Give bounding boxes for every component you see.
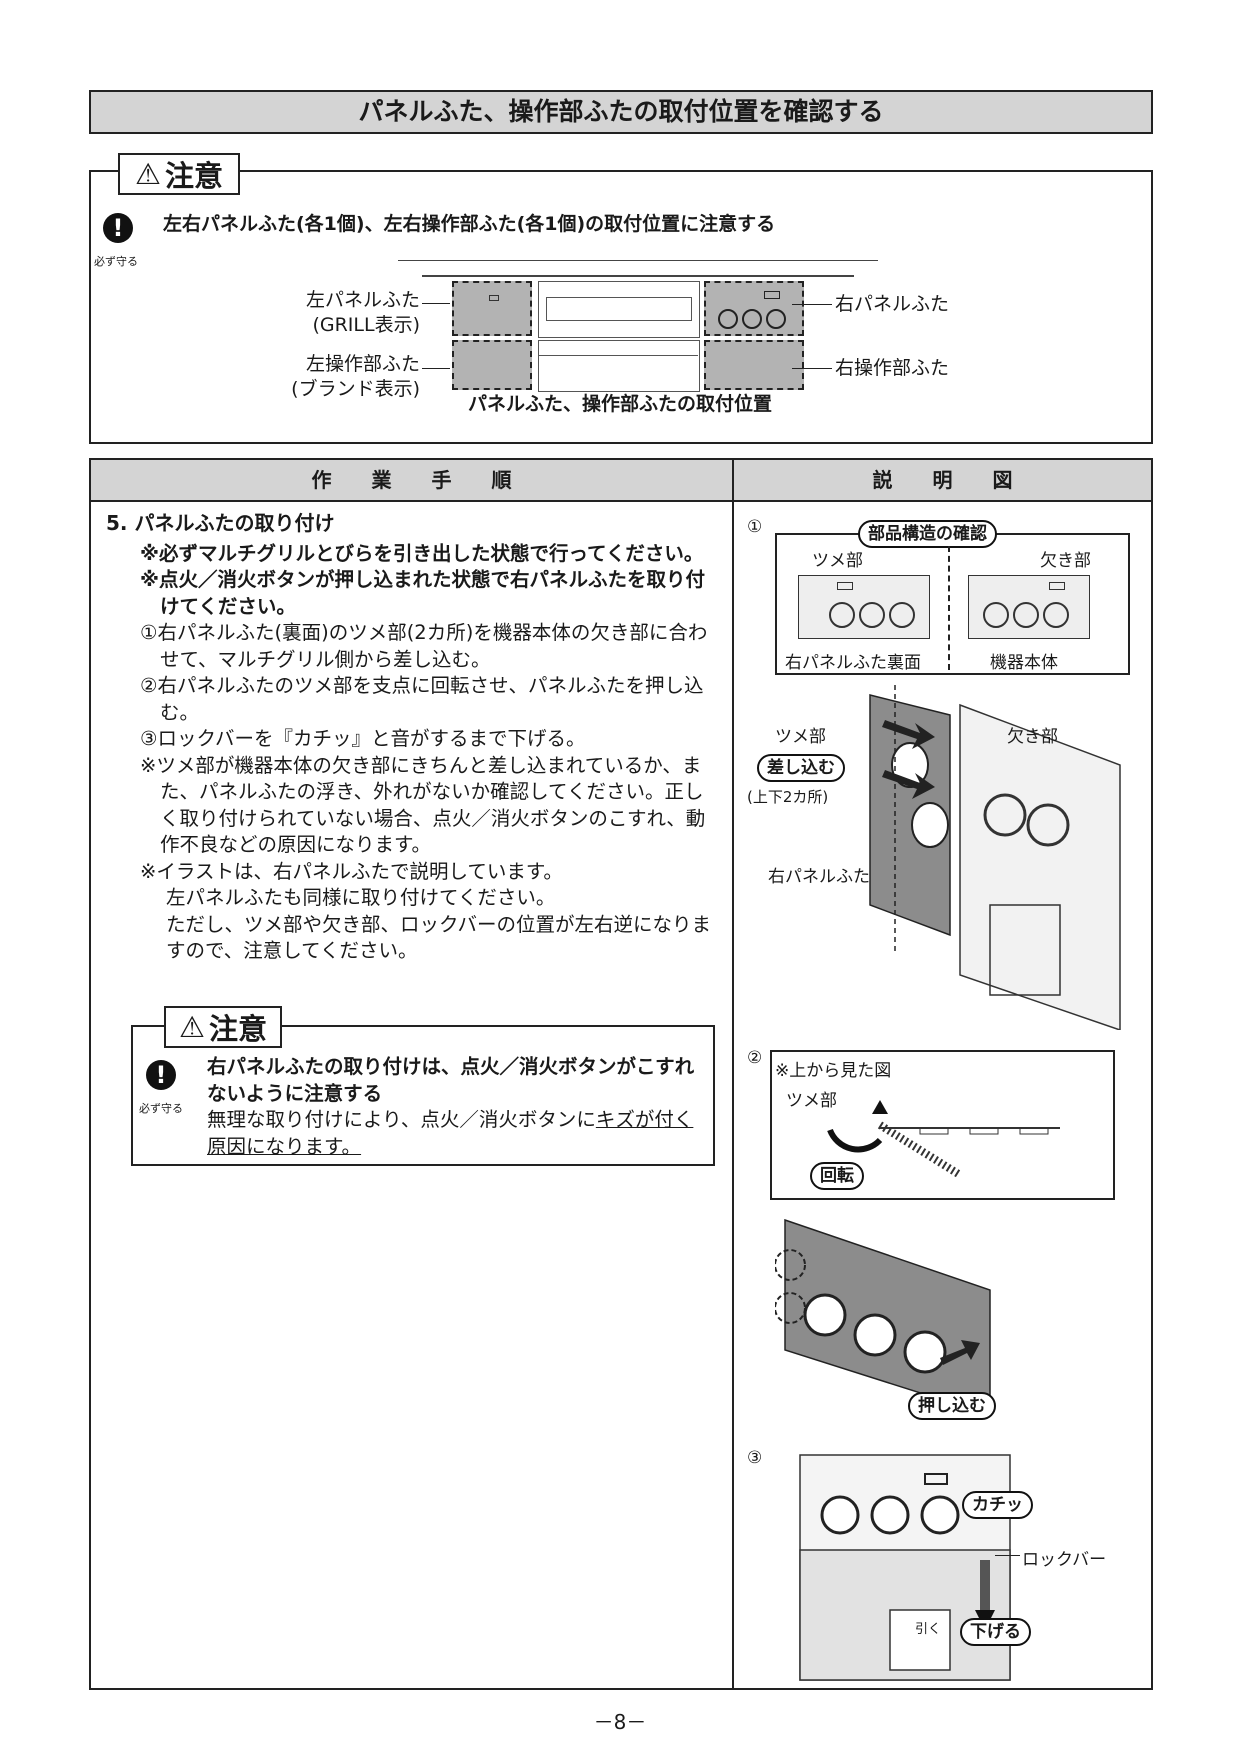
step-note-3: ※ツメ部が機器本体の欠き部にきちんと差し込まれているか、また、パネルふたの浮き、… xyxy=(140,753,706,857)
step-item-1: ①右パネルふた(裏面)のツメ部(2カ所)を機器本体の欠き部に合わせて、マルチグリ… xyxy=(140,621,708,671)
page-number: －8－ xyxy=(593,1710,647,1734)
fig1-callout-title: 部品構造の確認 xyxy=(858,520,997,548)
must-do-label: 必ず守る xyxy=(94,255,138,268)
lockbar-label: ロックバー xyxy=(1022,1550,1107,1570)
step-note-1: ※必ずマルチグリルとびらを引き出した状態で行ってください。 xyxy=(140,541,704,565)
left-op-label: 左操作部ふた xyxy=(305,353,420,375)
caution-tab-1: ⚠注意 xyxy=(118,153,240,195)
must-do-label-2: 必ず守る xyxy=(139,1102,183,1115)
insert-note: (上下2カ所) xyxy=(747,788,829,806)
col-header-procedure: 作 業 手 順 xyxy=(91,460,732,502)
caution-tab-2: ⚠注意 xyxy=(164,1006,282,1048)
page-title: パネルふた、操作部ふたの取付位置を確認する xyxy=(89,90,1153,134)
step-note-4a: ※イラストは、右パネルふたで説明しています。 xyxy=(140,859,563,883)
diagram-caption: パネルふた、操作部ふたの取付位置 xyxy=(468,393,773,415)
right-panel-cover xyxy=(704,281,804,336)
caution-text-1: 左右パネルふた(各1個)、左右操作部ふた(各1個)の取付位置に注意する xyxy=(163,213,776,235)
warning-icon: ⚠ xyxy=(134,157,161,191)
step-note-2: ※点火／消火ボタンが押し込まれた状態で右パネルふたを取り付けてください。 xyxy=(140,568,705,618)
left-panel-cover xyxy=(452,281,532,336)
fig3-number: ③ xyxy=(747,1448,763,1468)
step-heading: 5. パネルふたの取り付け xyxy=(106,511,335,535)
step-note-4b: 左パネルふたも同様に取り付けてください。 xyxy=(166,886,556,909)
caution-box-1 xyxy=(89,170,1153,444)
fig2-number: ② xyxy=(747,1048,763,1068)
panel-position-diagram xyxy=(398,255,878,392)
down-label: 下げる xyxy=(960,1618,1031,1646)
left-op-note: (ブランド表示) xyxy=(291,378,420,400)
left-op-cover xyxy=(452,340,532,390)
fig1-illustration xyxy=(869,685,1121,1030)
warning-icon: ⚠ xyxy=(178,1010,205,1044)
fig1-number: ① xyxy=(747,517,763,537)
caution-text-2: 右パネルふたの取り付けは、点火／消火ボタンがこすれないように注意する 無理な取り… xyxy=(207,1055,695,1158)
click-label: カチッ xyxy=(962,1491,1033,1519)
left-panel-note: (GRILL表示) xyxy=(312,314,420,336)
right-op-cover xyxy=(704,340,804,390)
step-note-4c: ただし、ツメ部や欠き部、ロックバーの位置が左右逆になりますので、注意してください… xyxy=(166,912,712,963)
step-item-3: ③ロックバーを『カチッ』と音がするまで下げる。 xyxy=(140,727,586,750)
fig3-illustration xyxy=(799,1454,1011,1681)
left-panel-label: 左パネルふた xyxy=(305,289,420,311)
insert-label: 差し込む xyxy=(757,754,845,782)
fig2-illustration xyxy=(775,1218,991,1415)
rotate-label: 回転 xyxy=(810,1162,864,1190)
caution-box-2 xyxy=(131,1025,715,1166)
pull-label: 引く xyxy=(915,1622,942,1637)
col-header-illustration: 説 明 図 xyxy=(734,460,1151,502)
push-label: 押し込む xyxy=(908,1392,996,1420)
must-do-icon: ! xyxy=(146,1060,176,1090)
right-panel-label: 右パネルふた xyxy=(835,293,950,315)
must-do-icon: ! xyxy=(103,213,133,243)
right-op-label: 右操作部ふた xyxy=(835,357,950,379)
procedure-text: 5. パネルふたの取り付け ※必ずマルチグリルとびらを引き出した状態で行ってくだ… xyxy=(106,510,722,965)
step-item-2: ②右パネルふたのツメ部を支点に回転させ、パネルふたを押し込む。 xyxy=(140,674,704,724)
fig2-topview xyxy=(827,1100,1060,1179)
